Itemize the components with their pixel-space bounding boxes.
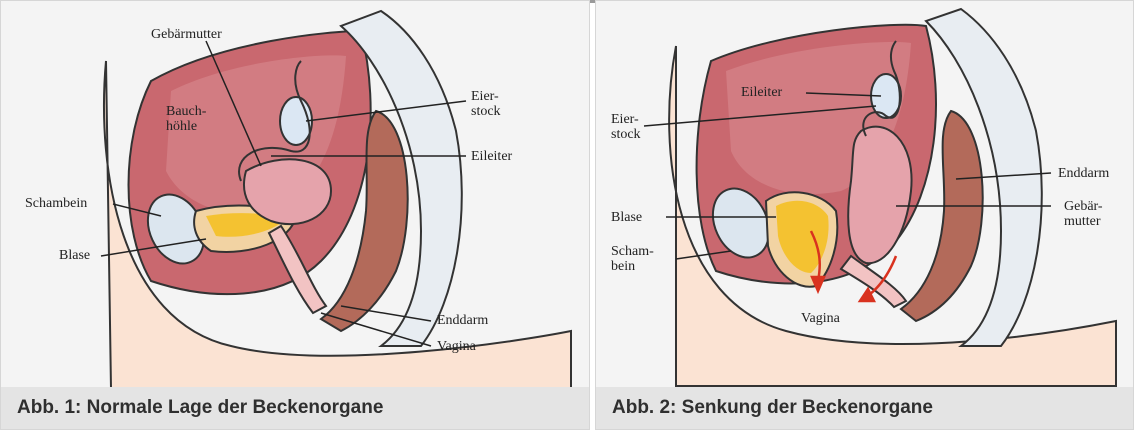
label-bladder: Blase [611,210,642,225]
label-rectum: Enddarm [437,313,488,328]
label-vagina: Vagina [801,311,840,326]
label-ovary: Eier- stock [471,89,501,119]
figure-2-illustration [596,1,1134,430]
figure-1-panel: Gebärmutter Bauch- höhle Eier- stock Eil… [0,0,590,430]
label-pubic-bone: Scham- bein [611,244,654,274]
figure-2-panel: Eileiter Eier- stock Enddarm Blase Gebär… [595,0,1134,430]
uterus [848,127,911,264]
label-pubic-bone: Schambein [25,196,87,211]
figure-1-illustration [1,1,590,430]
figure-2-caption: Abb. 2: Senkung der Beckenorgane [596,387,1133,429]
label-ovary: Eier- stock [611,112,641,142]
label-uterus: Gebär- mutter [1064,199,1103,229]
label-fallopian-tube: Eileiter [741,85,782,100]
label-fallopian-tube: Eileiter [471,149,512,164]
label-vagina: Vagina [437,339,476,354]
label-uterus: Gebärmutter [151,27,222,42]
label-rectum: Enddarm [1058,166,1109,181]
label-abdominal-cavity: Bauch- höhle [166,104,206,134]
label-bladder: Blase [59,248,90,263]
figure-1-caption: Abb. 1: Normale Lage der Beckenorgane [1,387,589,429]
